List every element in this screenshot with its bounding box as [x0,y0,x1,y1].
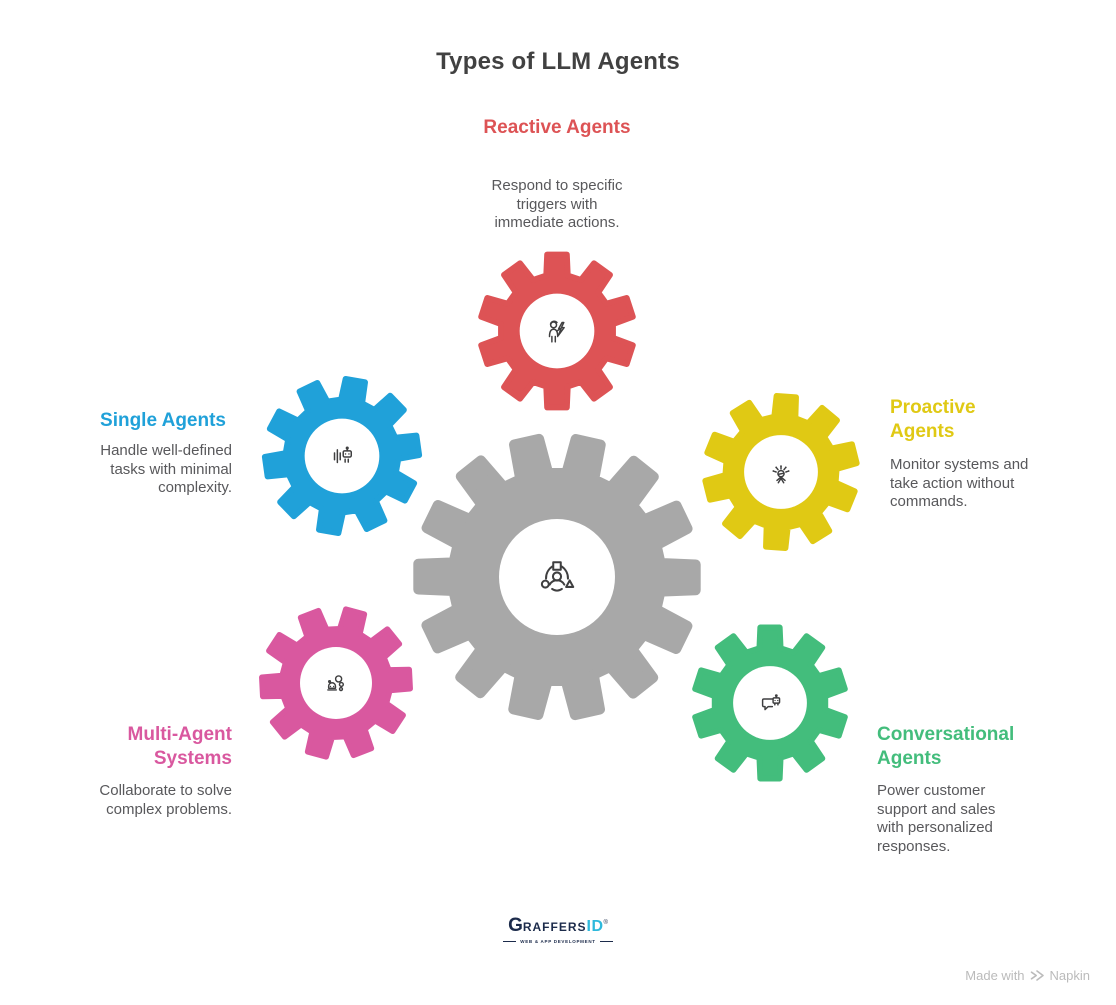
credit-brand: Napkin [1049,968,1090,983]
robot-bubbles-icon [327,675,345,692]
registered-mark: ® [603,920,608,926]
gear-hub [304,418,380,494]
gear-hub [300,647,372,719]
tagline-rule-right [599,941,613,942]
logo-letter-g: G [508,915,523,936]
conversational-agents-description: Power customer support and sales with pe… [877,782,996,855]
tagline-rule-left [503,941,517,942]
person-lightning-icon [548,320,565,343]
reactive-agents-title: Reactive Agents [483,117,631,138]
proactive-agents-description: Monitor systems and take action without … [890,456,1029,510]
credit-text: Made with [965,968,1025,983]
multi-agent-systems-title: Multi-Agent Systems [127,724,232,769]
gear-central [412,432,702,722]
page-title: Types of LLM Agents [436,48,680,75]
reactive-agents-description: Respond to specific triggers with immedi… [491,177,623,231]
robot-levels-icon [333,446,353,464]
single-agents-description: Handle well-defined tasks with minimal c… [100,442,232,496]
gear-proactive [699,390,863,554]
person-shapes-icon [540,561,575,592]
logo-id: ID [586,918,604,935]
gear-hub [744,435,818,509]
conversational-agents-title: Conversational Agents [877,724,1015,769]
proactive-agents-title: Proactive Agents [890,397,976,442]
gear-conversational [688,621,852,785]
chat-robot-icon [761,694,781,711]
napkin-credit[interactable]: Made with Napkin [965,968,1090,983]
gear-single [259,373,425,539]
logo-wordmark: RAFFERS [522,920,587,934]
person-broadcast-icon [772,465,790,484]
gear-hub [733,666,807,740]
logo-tagline: WEB & APP DEVELOPMENT [520,939,596,944]
napkin-icon [1030,970,1044,981]
gear-reactive [474,248,640,414]
gear-multi-agent [256,603,416,763]
gear-hub [499,519,615,635]
single-agents-title: Single Agents [100,410,226,431]
multi-agent-systems-description: Collaborate to solve complex problems. [99,782,232,818]
